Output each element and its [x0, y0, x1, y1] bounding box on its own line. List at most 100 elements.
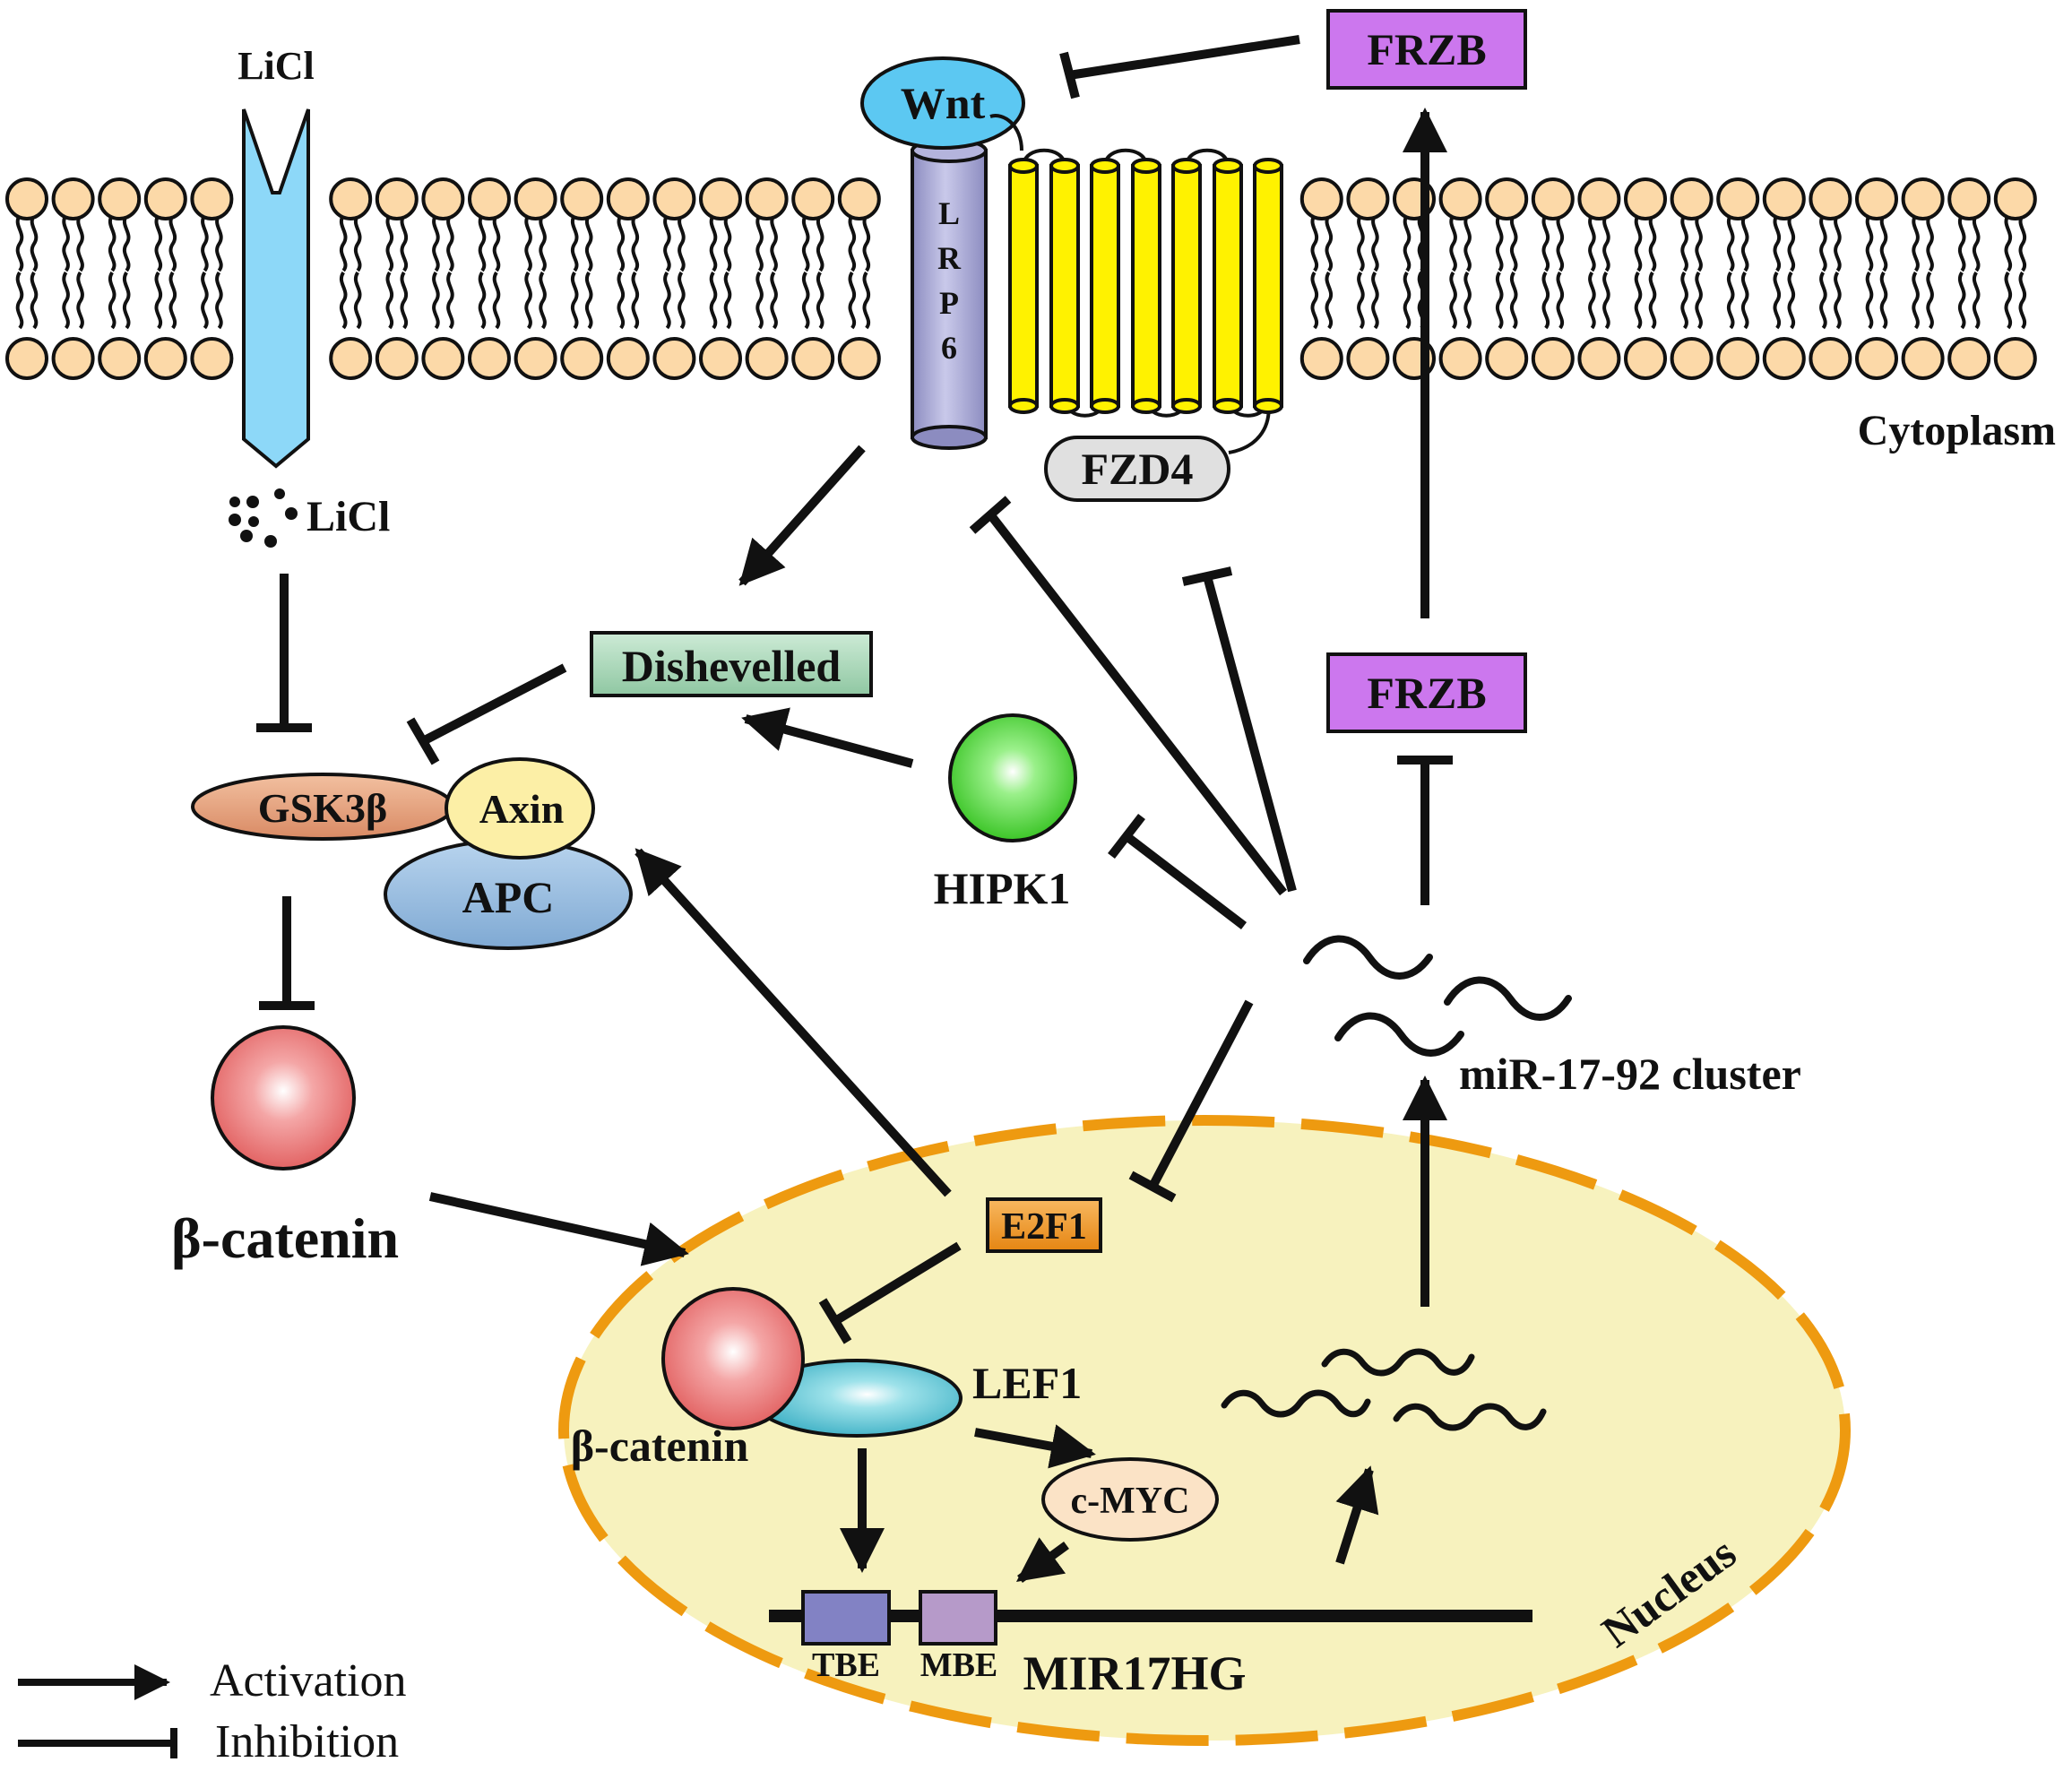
lipid-head: [745, 337, 789, 380]
cytoplasm-label: Cytoplasm: [1858, 407, 2056, 454]
lipid-tails: [2004, 213, 2027, 330]
legend-inhibition-label: Inhibition: [215, 1716, 399, 1767]
licl-inside-label: LiCl: [306, 493, 390, 540]
lipid-head: [1947, 337, 1991, 380]
lipid-tails: [1726, 213, 1749, 330]
lipid-head: [1346, 177, 1390, 220]
cell-membrane: [5, 177, 2037, 380]
fzd4-helix-cap: [1131, 158, 1161, 174]
lipid-head: [1993, 337, 2037, 380]
lipid-head: [699, 337, 742, 380]
lipid-tails: [570, 213, 593, 330]
lipid-head: [5, 177, 48, 220]
lipid-head: [421, 177, 465, 220]
lipid-tails: [1588, 213, 1610, 330]
frzb-mid-box: [1326, 652, 1527, 733]
lipid-tails: [1773, 213, 1796, 330]
lipid-head: [1809, 337, 1852, 380]
lrp6-letter-3: P: [939, 285, 959, 321]
licl-particles: [229, 488, 298, 548]
frzb-top-label: FRZB: [1367, 24, 1486, 74]
lipid-head: [51, 177, 95, 220]
fzd4-box: [1044, 436, 1230, 502]
lipid-head: [699, 177, 742, 220]
beta-catenin-nuc-label: β-catenin: [571, 1421, 749, 1471]
activation-arrows: [428, 108, 1447, 1584]
lipid-tails: [339, 213, 362, 330]
lipid-tails: [1912, 213, 1934, 330]
lipid-head: [1577, 177, 1621, 220]
lipid-head: [1855, 177, 1898, 220]
lipid-tails: [432, 213, 454, 330]
lipid-tails: [478, 213, 501, 330]
lipid-head: [1624, 177, 1667, 220]
fzd4-label: FZD4: [1082, 444, 1194, 494]
lipid-head: [1670, 177, 1714, 220]
axin-label: Axin: [479, 786, 565, 832]
lipid-head: [1299, 337, 1343, 380]
lipid-head: [143, 177, 187, 220]
lipid-tails: [1357, 213, 1379, 330]
lipid-tails: [1957, 213, 1981, 330]
fzd4-helix: [1008, 164, 1039, 408]
lipid-head: [329, 177, 373, 220]
beta-catenin-nuc: [661, 1287, 805, 1430]
fzd4-helix-cap: [1213, 398, 1243, 414]
lrp6-letter-4: 6: [941, 330, 957, 366]
lipid-head: [1855, 337, 1898, 380]
lipid-head: [98, 337, 142, 380]
lipid-head: [143, 337, 187, 380]
lipid-head: [190, 337, 234, 380]
fzd4-helix-cap: [1131, 398, 1161, 414]
lipid-head: [1438, 337, 1482, 380]
fzd4-receptor: [989, 114, 1283, 454]
fzd4-helix: [1090, 164, 1120, 408]
axin-protein: [445, 757, 595, 860]
lipid-head: [652, 337, 696, 380]
lipid-tails: [801, 213, 824, 330]
lipid-head: [791, 337, 835, 380]
lipid-head: [1346, 337, 1390, 380]
lrp6-letter-1: L: [938, 195, 960, 231]
lipid-tails: [848, 213, 871, 330]
licl-top-label: LiCl: [237, 44, 315, 88]
lipid-head: [1577, 337, 1621, 380]
lipid-head: [51, 337, 95, 380]
lipid-head: [1901, 177, 1945, 220]
fzd4-helix-cap: [1171, 158, 1202, 174]
lipid-head: [514, 337, 557, 380]
lipid-head: [421, 337, 465, 380]
lipid-tails: [62, 213, 84, 330]
lipid-head: [1762, 177, 1806, 220]
mir17hg-label: MIR17HG: [1023, 1646, 1247, 1700]
wnt-ligand: [860, 56, 1025, 150]
lipid-head: [329, 337, 373, 380]
lipid-head: [1485, 177, 1529, 220]
fzd4-helix: [1131, 164, 1161, 408]
fzd4-helix-cap: [1213, 158, 1243, 174]
lipid-head: [514, 177, 557, 220]
lipid-tails: [154, 213, 177, 330]
lipid-tails: [663, 213, 686, 330]
fzd4-helix-cap: [1049, 158, 1080, 174]
e2f1-box: [986, 1197, 1102, 1253]
lipid-head: [606, 337, 650, 380]
lipid-head: [1299, 177, 1343, 220]
lipid-head: [1947, 177, 1991, 220]
cmyc-protein: [1041, 1457, 1219, 1542]
lipid-tails: [1310, 213, 1334, 330]
lrp6-letter-2: R: [937, 240, 962, 276]
lipid-head: [375, 337, 419, 380]
mir-cluster-label: miR-17-92 cluster: [1459, 1049, 1801, 1099]
dishevelled-box: [590, 631, 873, 697]
mir-transcripts-nuc: [1221, 1348, 1547, 1431]
fzd4-helix-cap: [1090, 398, 1120, 414]
fzd4-helix-cap: [1049, 398, 1080, 414]
wnt-label: Wnt: [901, 78, 986, 128]
mir17hg-gene: [769, 1590, 1532, 1646]
lipid-head: [745, 177, 789, 220]
beta-catenin-cyto: [211, 1025, 356, 1171]
lipid-tails: [1449, 213, 1472, 330]
lipid-head: [1809, 177, 1852, 220]
